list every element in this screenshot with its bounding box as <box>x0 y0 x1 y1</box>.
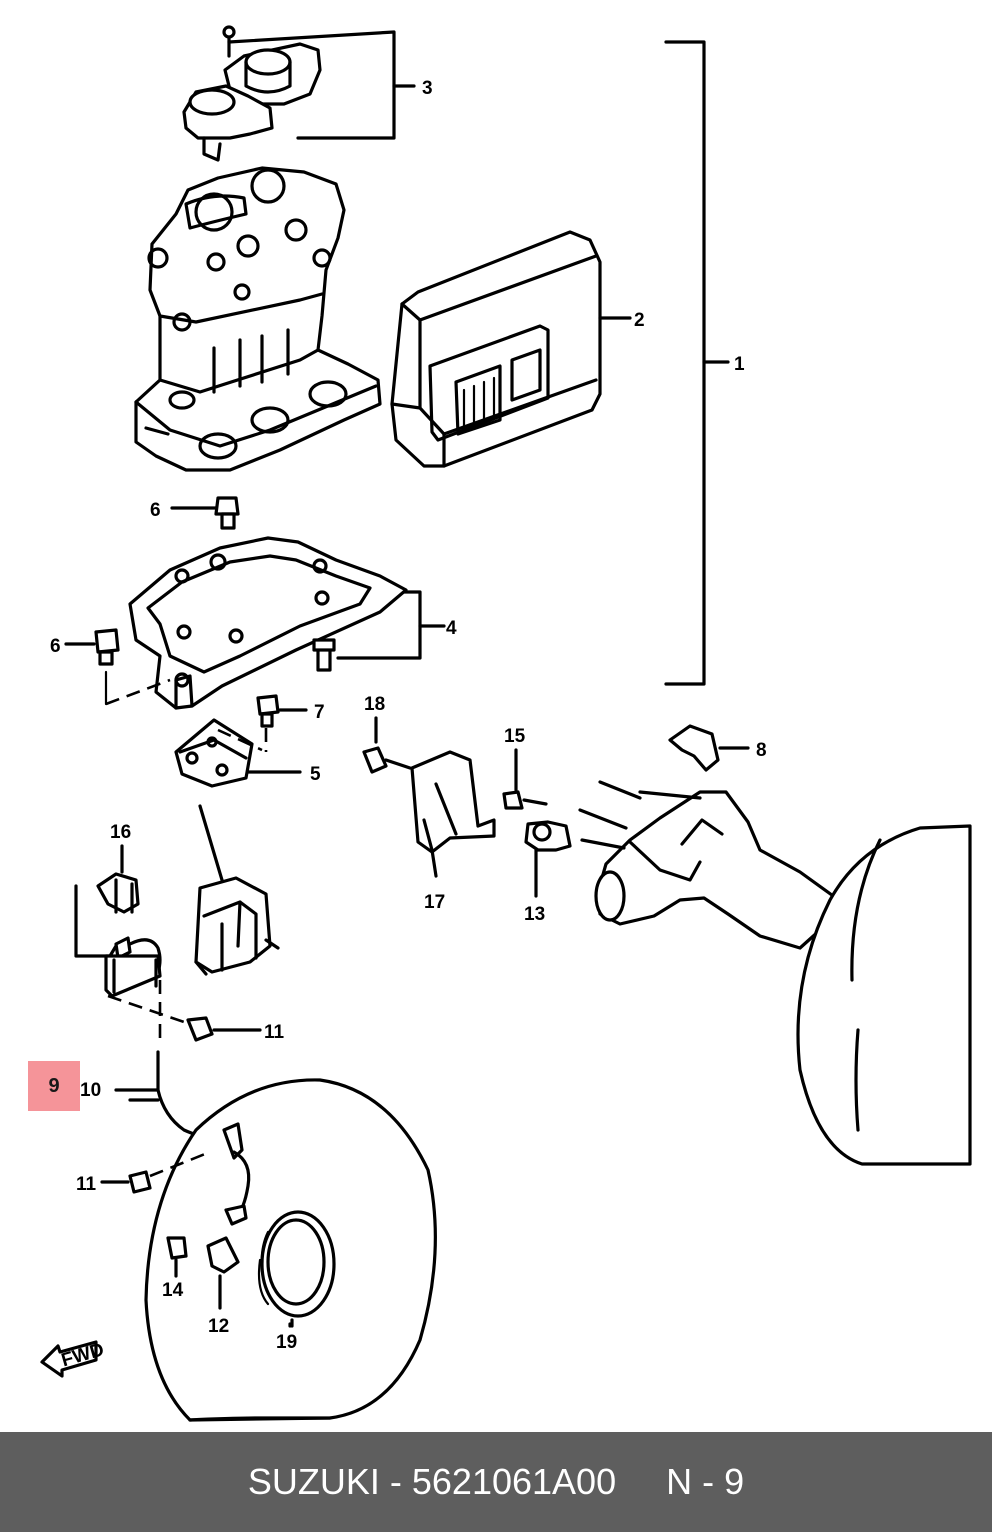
part-18-bolt <box>362 716 412 774</box>
callout-4: 4 <box>446 618 457 639</box>
part-6-bolt-upper <box>170 496 240 530</box>
part-16-clip <box>96 844 140 914</box>
part-15-bolt <box>502 748 548 810</box>
callout-17: 17 <box>424 892 445 913</box>
group-bracket-1 <box>664 40 730 686</box>
callout-2: 2 <box>634 310 645 331</box>
callout-8: 8 <box>756 740 767 761</box>
part-8-clip <box>668 724 750 772</box>
part-7-bolt <box>256 694 308 752</box>
callout-7: 7 <box>314 702 325 723</box>
callout-10: 10 <box>80 1080 101 1101</box>
part-4-mounting-bracket <box>128 536 446 710</box>
callout-16: 16 <box>110 822 131 843</box>
callout-15: 15 <box>504 726 526 747</box>
callout-11-upper: 11 <box>264 1022 285 1043</box>
callout-3: 3 <box>422 78 433 99</box>
callout-19: 19 <box>276 1332 297 1353</box>
highlighted-callout-9[interactable]: 9 <box>28 1061 80 1111</box>
callout-1: 1 <box>734 354 745 375</box>
part-17-bracket <box>410 750 496 878</box>
footer-part-info: SUZUKI - 5621061A00 N - 9 <box>247 1461 745 1502</box>
part-2-abs-control-module <box>390 230 632 468</box>
rear-axle-assembly <box>578 780 972 1166</box>
abs-mount-pieces <box>194 804 280 976</box>
fwd-label: FWD <box>59 1339 106 1371</box>
part-5-bracket <box>174 718 302 788</box>
callout-14: 14 <box>162 1280 184 1301</box>
callout-6-lower: 6 <box>50 636 61 657</box>
front-wheel-assembly <box>144 1078 437 1422</box>
part-3-pressure-sensors <box>182 25 416 162</box>
leaders-lower <box>128 1098 292 1328</box>
part-11-bolt-lower <box>100 1170 152 1194</box>
part-13-rear-sensor <box>524 820 572 898</box>
callout-12: 12 <box>208 1316 229 1337</box>
fwd-arrow: FWD <box>40 1339 106 1378</box>
parts-diagram: FWD 1 2 3 4 5 6 6 7 8 10 11 11 12 13 14 … <box>40 25 972 1422</box>
callout-13: 13 <box>524 904 545 925</box>
highlighted-callout-label: 9 <box>48 1075 60 1097</box>
abs-hydraulic-unit <box>134 166 382 472</box>
part-9-10-sensor-harness <box>74 884 220 1139</box>
callout-11-lower: 11 <box>76 1174 97 1195</box>
callout-6-upper: 6 <box>150 500 161 521</box>
callout-5: 5 <box>310 764 321 785</box>
callout-labels: 1 2 3 4 5 6 6 7 8 10 11 11 12 13 14 15 1… <box>50 78 767 1353</box>
callout-18: 18 <box>364 694 385 715</box>
part-6-bolt-lower <box>64 628 171 706</box>
part-11-bolt-upper <box>186 1016 262 1042</box>
footer-bar: SUZUKI - 5621061A00 N - 9 <box>0 1432 992 1532</box>
